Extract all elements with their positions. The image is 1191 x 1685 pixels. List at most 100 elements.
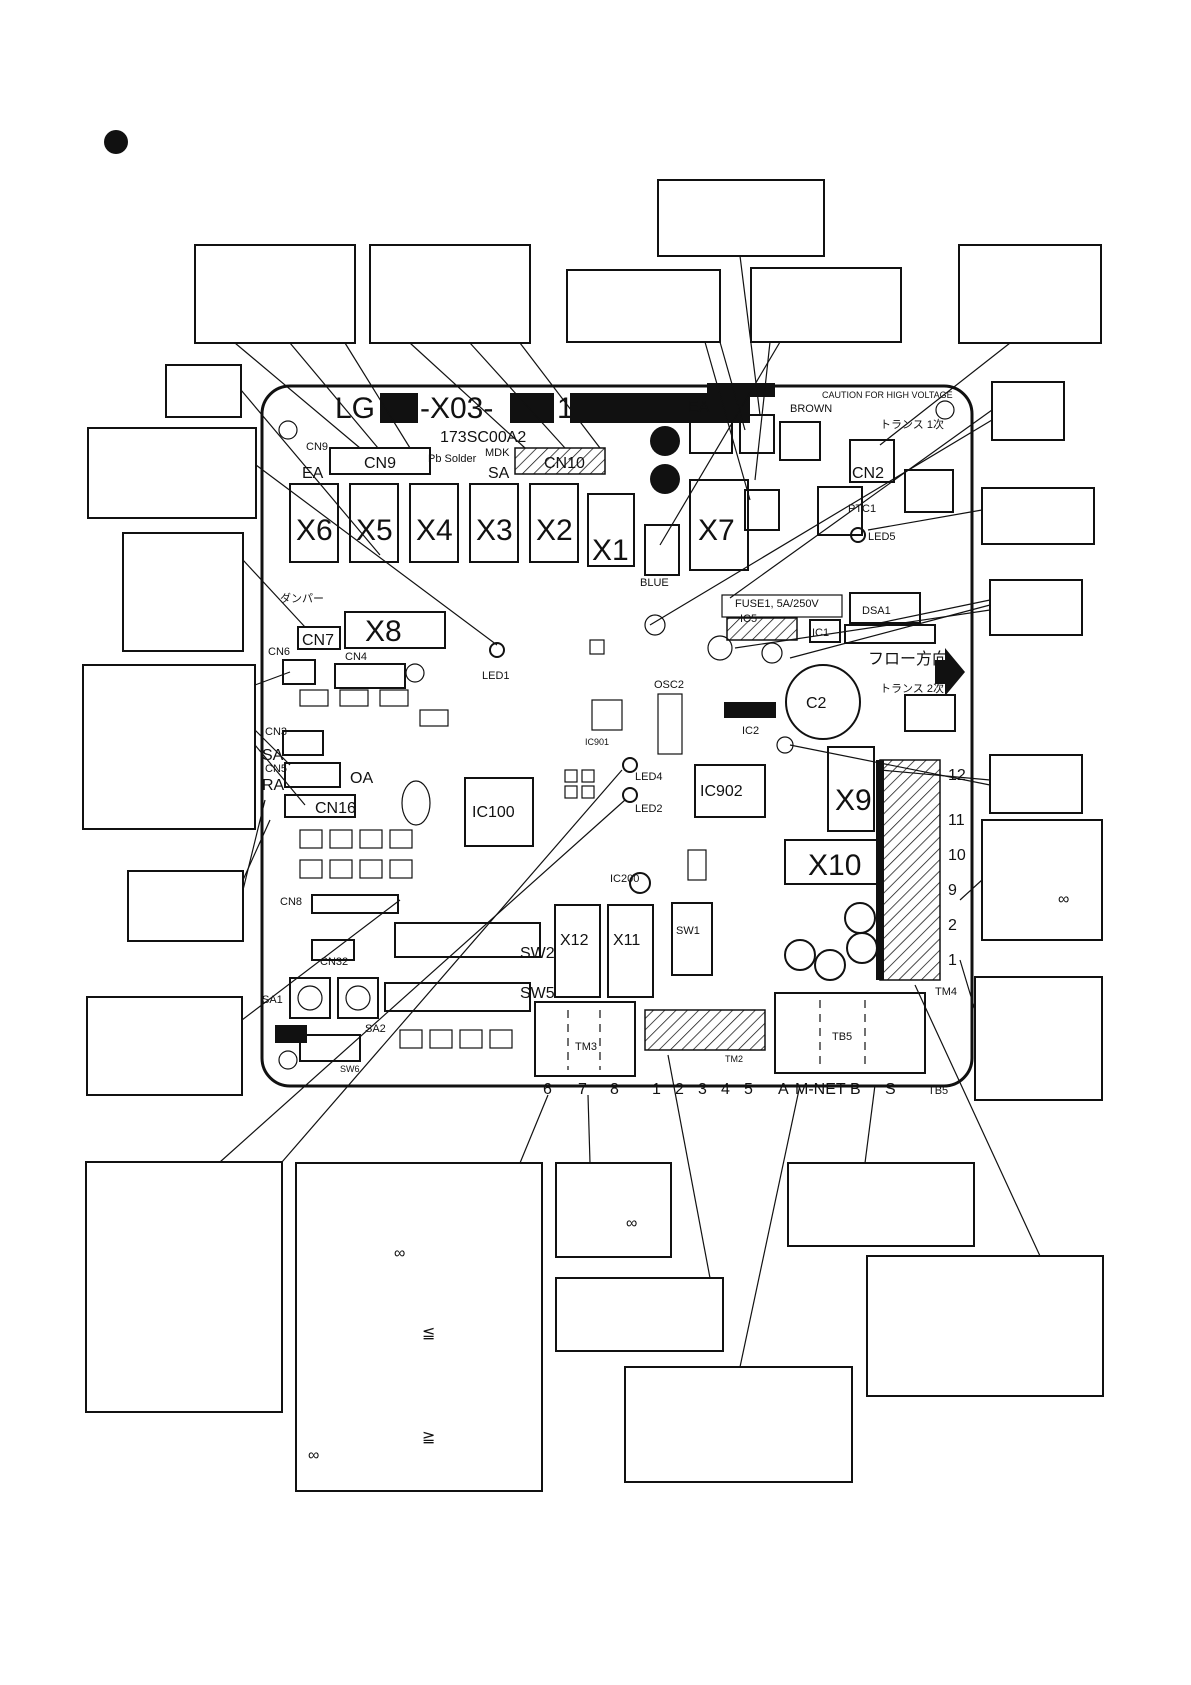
tb5-mnet: M-NET	[795, 1081, 846, 1098]
callout-box-tab-right	[750, 267, 902, 343]
tm3-pin-7: 7	[578, 1081, 587, 1098]
model-black-block-1	[380, 393, 418, 423]
ic200-chip	[629, 872, 651, 894]
cn1-connector	[849, 439, 895, 483]
sw6-label: SW6	[340, 1064, 360, 1074]
cn9-label: CN9	[364, 455, 396, 472]
relay-x12	[554, 904, 601, 998]
tb5-pin-b: B	[850, 1081, 861, 1098]
tm2-pin-2: 2	[675, 1081, 684, 1098]
tab2-terminal	[779, 421, 821, 461]
tb5-side-label: TB5	[928, 1085, 948, 1097]
cn9-connector	[329, 447, 431, 475]
cn6-label: CN6	[268, 646, 290, 658]
ra-connector-label: RA	[262, 777, 285, 794]
callout-box-sa1	[86, 996, 243, 1096]
sw6-dip-switch	[299, 1034, 361, 1062]
section-bullet	[104, 130, 128, 154]
ic100-chip	[464, 777, 534, 847]
ptc1-component	[817, 486, 863, 536]
sa1-rotary-switch	[289, 977, 331, 1019]
caution-high-voltage: CAUTION FOR HIGH VOLTAGE	[822, 390, 953, 400]
flow-direction-label: フロー方向	[868, 650, 948, 668]
tm4-pin-12: 12	[948, 767, 966, 784]
fuse-holder	[721, 594, 843, 618]
tm2-pin-3: 3	[698, 1081, 707, 1098]
capacitor-c210	[844, 902, 876, 934]
tm4-pin-2: 2	[948, 917, 957, 934]
relay-x11	[607, 904, 654, 998]
flow-direction-arrow	[935, 648, 965, 696]
callout-box-tm4-upper	[981, 819, 1103, 941]
callout-box-mnet	[624, 1366, 853, 1483]
relay-row: X6 X5 X4 X3 X2 X1 X7	[289, 479, 749, 571]
ic901-label: IC901	[585, 737, 609, 747]
tm3-pin-6: 6	[543, 1081, 552, 1098]
capacitor-c2-label: C2	[806, 695, 827, 712]
phc1-component	[904, 469, 954, 513]
ea-tab-label: EA	[688, 399, 710, 416]
callout-box-tb5	[787, 1162, 975, 1247]
callout-box-damper	[122, 532, 244, 652]
callout-tm3-infinity-2: ∞	[308, 1447, 319, 1464]
relay-x3	[469, 483, 519, 563]
callout-box-tm2	[555, 1277, 724, 1352]
relay-x9	[827, 746, 875, 832]
brown-wire-label: BROWN	[790, 403, 832, 415]
callout-box-dsa1	[989, 579, 1083, 636]
led2-label: LED2	[635, 803, 663, 815]
callout-box-tm3-pin	[555, 1162, 672, 1258]
ic902-label: IC902	[700, 783, 743, 800]
tb5-terminal-block	[774, 992, 926, 1074]
ft-sensor	[650, 426, 680, 456]
sa1-dial	[297, 985, 323, 1011]
tm4-pin-9: 9	[948, 882, 957, 899]
tm4-pin-1: 1	[948, 952, 957, 969]
relay-x10-label: X10	[808, 849, 861, 882]
callout-tm3-ge: ≧	[422, 1429, 435, 1446]
sw1-label: SW1	[676, 925, 700, 937]
sw5-label: SW5	[520, 985, 555, 1002]
cn32-connector	[311, 939, 355, 961]
osc2-label: OSC2	[654, 679, 684, 691]
st-marker	[275, 1025, 307, 1043]
led5	[850, 527, 866, 543]
sa-label-top: SA	[488, 465, 510, 482]
relay-x2-label: X2	[536, 514, 573, 547]
callout-box-tm3	[295, 1162, 543, 1492]
tm2-pin-4: 4	[721, 1081, 730, 1098]
ic1-chip	[809, 619, 841, 643]
relay-x4-label: X4	[416, 514, 453, 547]
cn16-connector	[284, 794, 356, 818]
cn7-label: CN7	[302, 632, 334, 649]
relay-x1	[587, 493, 635, 567]
capacitor-c900	[814, 949, 846, 981]
tm2-label: TM2	[725, 1054, 743, 1064]
cn5-connector	[284, 762, 341, 788]
callout-box-cn10	[369, 244, 531, 344]
cn3-connector	[282, 730, 324, 756]
callout-tm3-infinity-1: ∞	[394, 1245, 405, 1262]
fuse-label: FUSE1, 5A/250V	[735, 598, 819, 610]
callout-box-tb5-right	[866, 1255, 1104, 1397]
tm4-pin-10: 10	[948, 847, 966, 864]
ic5-chip	[726, 617, 798, 641]
callout-box-cn1	[958, 244, 1102, 344]
callout-box-fuse	[566, 269, 721, 343]
callout-box-sensor-inputs	[82, 664, 256, 830]
cn8-label: CN8	[280, 896, 302, 908]
cn4-label: CN4	[345, 651, 367, 663]
mounting-hole-tl	[278, 420, 298, 440]
tab3-terminal	[744, 489, 780, 531]
callout-box-relay-left	[87, 427, 257, 519]
ptc1-label: PTC1	[848, 503, 876, 515]
tab4-sa-terminal	[689, 414, 733, 454]
tb5-label: TB5	[832, 1031, 852, 1043]
ic902-chip	[694, 764, 766, 818]
board-model-left: LG	[335, 392, 375, 425]
cn32-label: CN32	[320, 956, 348, 968]
sa2-dial	[345, 985, 371, 1011]
tm2-pin-5: 5	[744, 1081, 753, 1098]
tm2-terminal-block	[644, 1009, 766, 1051]
cn4-connector	[334, 663, 406, 689]
